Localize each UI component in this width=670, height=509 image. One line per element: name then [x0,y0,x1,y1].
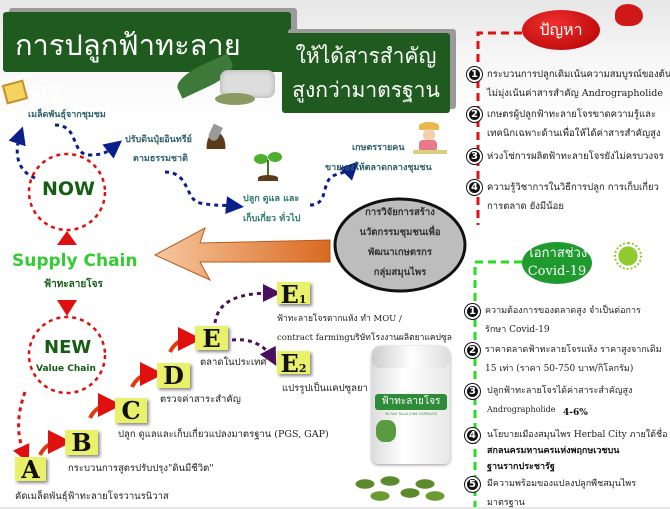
now-step-sell-1: เกษตรรายคน [352,143,405,153]
opportunity-line: สกลนครมหานครแห่งพฤกษเวชบน [487,446,620,456]
step-e1-text-1: ฟ้าทะลายโจรตากแห้ง ทำ MOU / [277,314,402,324]
now-step-soil-1: ปรับดินปุ๋ยอินทรีย์ [125,135,192,145]
number-badge: 4 [465,428,480,443]
title-sub-line2: สูงกว่ามาตรฐาน [292,78,440,102]
problem-line: ความรู้วิชาการในวิธีการปลูก การเก็บเกี่ย… [487,182,659,193]
opportunity-title: โอกาสช่วง Covid-19 [522,242,592,284]
opportunity-line: ปลูกฟ้าทะลายโจรได้ค่าสาระสำคัญสูง [487,386,633,396]
number-badge: 3 [465,384,480,399]
virus-icon [614,242,642,270]
opportunity-title-2: Covid-19 [527,264,587,279]
number-badge: 5 [465,477,480,492]
big-left-arrow [153,226,331,282]
step-c-box: C [115,398,147,424]
opportunity-line: ความต้องการของตลาดสูง จำเป็นต่อการ [485,306,641,316]
bottle-name: ฟ้าทะลายโจร [375,394,447,410]
number-badge: 1 [465,304,480,319]
step-e2-text: แปรรูปเป็นแคปซูลยา [282,383,368,394]
problem-line: กระบวนการปลูกเดิมเน้นความสมบูรณ์ของต้น [487,69,670,80]
title-sub-line1: ให้ได้สารสำคัญ [295,44,437,68]
capsules-leaves-image [173,53,275,110]
opportunity-line: ราคาตลาดฟ้าทะลายโจรแห้ง ราคาสูงจากเดิม [485,345,662,355]
opportunity-line: ฐานรากประชารัฐ [487,462,555,472]
now-step-soil-2: ตามธรรมชาติ [133,154,188,164]
now-step-seed: เมล็ดพันธุ์จากชุมชม [28,110,106,120]
up-triangle [57,231,77,245]
step-e1-sub: 1 [298,293,307,306]
now-step-sell-2: ขายเองให้ตลาดกลางชุมชน [325,163,432,173]
step-e-text: ตลาดในประเทศ [200,357,267,368]
flow-arrow [8,126,36,180]
step-b-text: กระบวนการสูตรปรับปรุง"ดินมีชีวิต" [68,463,214,474]
step-d-text: ตรวจค่าสาระสำคัญ [160,394,241,405]
now-circle [27,152,107,232]
number-badge: 2 [465,343,480,358]
step-e1-text-2: contract farmingบริษัทโรงงานผลิตยาแคปซูล [277,333,452,343]
step-e1-box: E1 [277,282,310,308]
value-chain-label: Value Chain [36,364,96,374]
step-e-box: E [195,326,228,352]
shovel-icon [202,123,230,149]
number-badge: 3 [467,149,482,164]
step-a-text: คัดเมล็ดพันธุ์ฟ้าทะลายโจรวานรนิวาส [15,491,169,502]
new-circle [27,315,107,395]
title-sub: ให้ได้สารสำคัญสูงกว่ามาตรฐาน [282,33,450,113]
step-d-box: D [157,363,190,389]
research-line: พัฒนาเกษตรกร [367,247,433,258]
research-line: การวิจัยการสร้าง [365,207,435,218]
problem-line: เทคนิกเฉพาะด้านเพื่อให้ได้ค่าสารสำคัญสูง [487,128,661,139]
opportunity-title-1: โอกาสช่วง [526,246,588,261]
opportunity-line: 15 เท่า (ราคา 50-750 บาท/กิโลกรัม) [485,364,634,374]
number-badge: 1 [467,67,482,82]
capsule-bottle-image: ฟ้าทะลายโจร YA FAH TALAI JONE CAPSULES [372,346,450,464]
opportunity-line: มีความพร้อมของแปลงปลูกพืชสมุนไพร [487,479,637,489]
problem-line: ห่วงโซ่การผลิตฟ้าทะลายโจรยังไม่ครบวงจร [487,151,664,162]
now-label: NOW [42,178,96,200]
step-c-text: ปลูก ดูแลและเก็บเกี่ยวแปลงมาตรฐาน (PGS, … [118,429,329,440]
problems-title: ปัญหา [522,10,600,50]
opportunity-line: Andrographolide [487,405,556,414]
research-ellipse [333,197,467,293]
step-e2-box: E2 [277,351,310,377]
farmer-icon [413,122,447,156]
now-step-grow-2: เก็บเกี่ยว ทั่วไป [243,214,301,224]
sprout-icon [252,152,284,184]
step-a-box: A [15,457,46,483]
down-triangle [57,300,77,316]
new-label: NEW [44,337,92,358]
problem-line: เกษตรผู้ปลูกฟ้าทะลายโจรขาดความรู้และ [487,109,657,120]
step-b-box: B [65,430,98,456]
opportunity-line: มาตรฐาน [487,498,525,508]
number-badge: 4 [467,180,482,195]
research-text: การวิจัยการสร้างนวัตกรรมชุมชนเพื่อพัฒนาเ… [335,203,465,283]
percent-value: 4-6% [563,408,588,418]
boxing-glove-icon [615,4,643,26]
step-e2-sub: 2 [298,362,307,375]
supply-chain-label: Supply Chain [12,251,138,271]
step-e2-letter: E [280,349,299,378]
now-step-grow-1: ปลูก ดูแล และ [243,194,300,204]
problem-line: ไม่มุ่งเน้นค่าสารสำคัญ Andrographolide [487,88,664,99]
bottle-sub: YA FAH TALAI JONE CAPSULES [385,412,437,416]
herb-label: ฟ้าทะลายโจร [44,279,103,290]
research-line: กลุ่มสมุนไพร [373,267,427,278]
pills-image [350,475,450,505]
step-e1-letter: E [280,280,299,309]
problem-line: การตลาด ยังมีน้อย [487,201,564,212]
opportunity-line: นโยบายเมืองสมุนไพร Herbal City ภายใต้ชื่… [487,430,668,440]
research-line: นวัตกรรมชุมชนเพื่อ [359,227,441,238]
opportunity-line: รักษา Covid-19 [485,325,550,335]
number-badge: 2 [467,107,482,122]
